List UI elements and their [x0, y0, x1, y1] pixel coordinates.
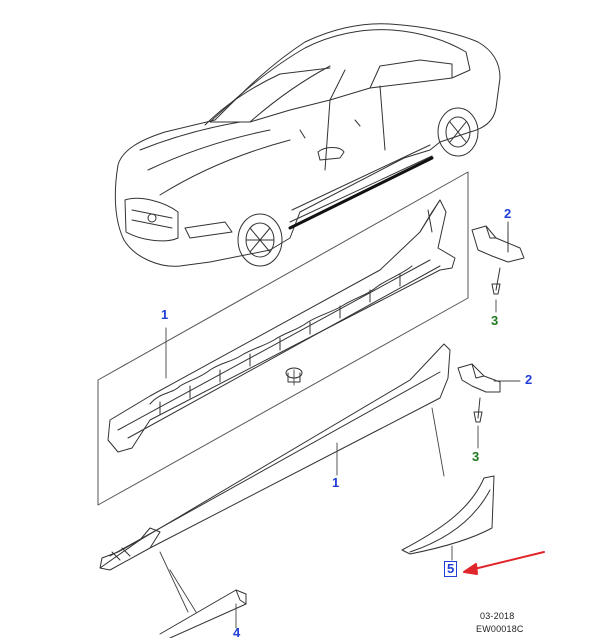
- footer-code: EW00018C: [476, 624, 524, 634]
- car-illustration: [114, 23, 501, 267]
- bracket-upper: [471, 225, 525, 295]
- callout-2-upper[interactable]: 2: [504, 206, 512, 221]
- footer-date: 03-2018: [480, 611, 515, 621]
- callout-5-selected[interactable]: 5: [444, 561, 458, 577]
- trim-piece: [401, 475, 495, 555]
- callout-2-lower[interactable]: 2: [525, 372, 533, 387]
- callout-1-upper[interactable]: 1: [161, 307, 169, 322]
- bracket-lower: [457, 363, 501, 423]
- upper-panel-frame: [97, 171, 469, 506]
- callout-4[interactable]: 4: [233, 625, 241, 640]
- callout-1-lower[interactable]: 1: [332, 475, 340, 490]
- inner-sill-panel: [107, 199, 456, 453]
- leader-lines: [159, 221, 521, 629]
- highlight-arrow: [463, 551, 545, 575]
- molding-strip: [159, 589, 247, 639]
- callout-3-upper[interactable]: 3: [491, 313, 499, 328]
- callout-3-lower[interactable]: 3: [472, 449, 480, 464]
- outer-sill-panel: [99, 343, 451, 571]
